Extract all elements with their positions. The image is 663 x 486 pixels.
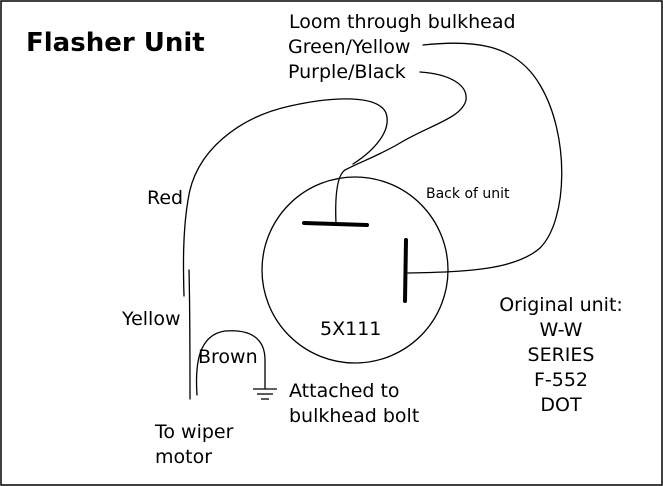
- back-of-unit-label: Back of unit: [426, 186, 510, 202]
- original-unit-line5: DOT: [540, 394, 582, 416]
- ground-note-line2: bulkhead bolt: [289, 405, 419, 427]
- ground-note-line1: Attached to: [289, 380, 400, 402]
- diagram-title: Flasher Unit: [26, 28, 205, 58]
- original-unit-line3: SERIES: [528, 344, 595, 366]
- wiper-note-line2: motor: [155, 446, 212, 468]
- loom-heading: Loom through bulkhead: [289, 11, 516, 33]
- wire-brown: [195, 330, 266, 396]
- label-brown: Brown: [198, 346, 258, 368]
- label-yellow: Yellow: [121, 308, 181, 330]
- wire-green-yellow: [407, 42, 563, 274]
- wire-yellow: [188, 269, 191, 400]
- terminal-vertical: [403, 238, 408, 303]
- wire-purple-black: [335, 71, 467, 225]
- original-unit-line2: W-W: [540, 319, 583, 341]
- wiper-note-line1: To wiper: [154, 421, 234, 443]
- loom-wire-green-yellow: Green/Yellow: [288, 36, 410, 58]
- wire-red: [182, 98, 388, 297]
- flasher-unit-circle: [261, 176, 449, 364]
- label-red: Red: [147, 187, 183, 209]
- unit-code-label: 5X111: [320, 318, 381, 340]
- original-unit-line1: Original unit:: [499, 294, 623, 316]
- ground-icon: [253, 388, 277, 400]
- loom-wire-purple-black: Purple/Black: [288, 61, 406, 83]
- original-unit-line4: F-552: [534, 369, 588, 391]
